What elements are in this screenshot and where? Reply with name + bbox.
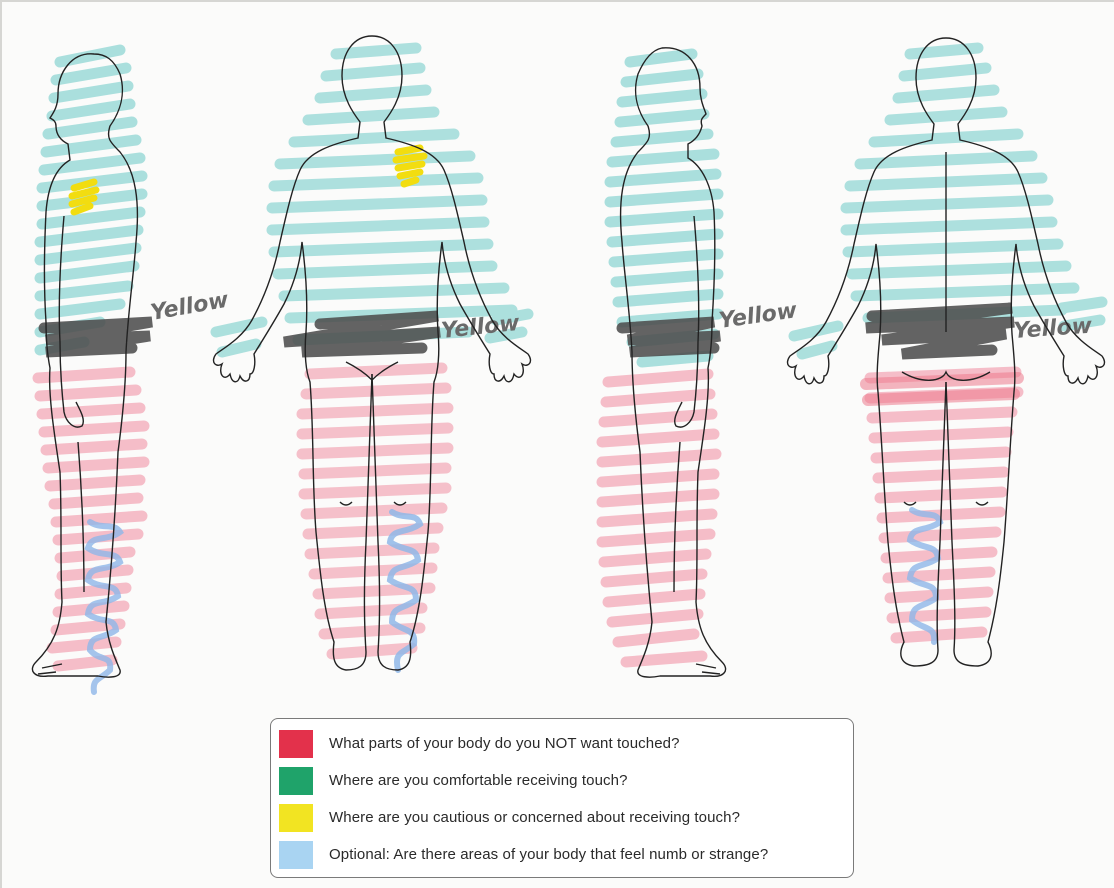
gray-scribble-fig4 (866, 308, 1014, 354)
legend-swatch-green (279, 767, 313, 795)
legend-label-green: Where are you comfortable receiving touc… (329, 772, 628, 789)
legend-item-blue: Optional: Are there areas of your body t… (279, 836, 845, 873)
legend-item-green: Where are you comfortable receiving touc… (279, 762, 845, 799)
figure-side-left: Yellow (32, 50, 231, 692)
legend-swatch-yellow (279, 804, 313, 832)
teal-scribble-fig2 (216, 48, 528, 352)
legend-box: What parts of your body do you NOT want … (270, 718, 854, 878)
figure-back: Yellow (788, 38, 1105, 666)
body-figures-canvas: Yellow (2, 2, 1114, 712)
annotation-fig1: Yellow (149, 288, 231, 326)
pink-scribble-fig1 (38, 372, 144, 666)
legend-swatch-blue (279, 841, 313, 869)
legend-item-yellow: Where are you cautious or concerned abou… (279, 799, 845, 836)
legend-item-red: What parts of your body do you NOT want … (279, 725, 845, 762)
legend-label-yellow: Where are you cautious or concerned abou… (329, 809, 740, 826)
legend-swatch-red (279, 730, 313, 758)
figure-front: Yellow (214, 36, 531, 670)
annotation-fig3: Yellow (717, 298, 799, 334)
legend-label-red: What parts of your body do you NOT want … (329, 735, 680, 752)
pink-scribble-fig4 (870, 372, 1018, 638)
red-scribble-fig4 (866, 378, 1018, 400)
gray-scribble-fig3 (622, 322, 720, 352)
figure-side-right: Yellow (602, 48, 799, 677)
pink-scribble-fig2 (302, 368, 448, 654)
legend-label-blue: Optional: Are there areas of your body t… (329, 846, 768, 863)
